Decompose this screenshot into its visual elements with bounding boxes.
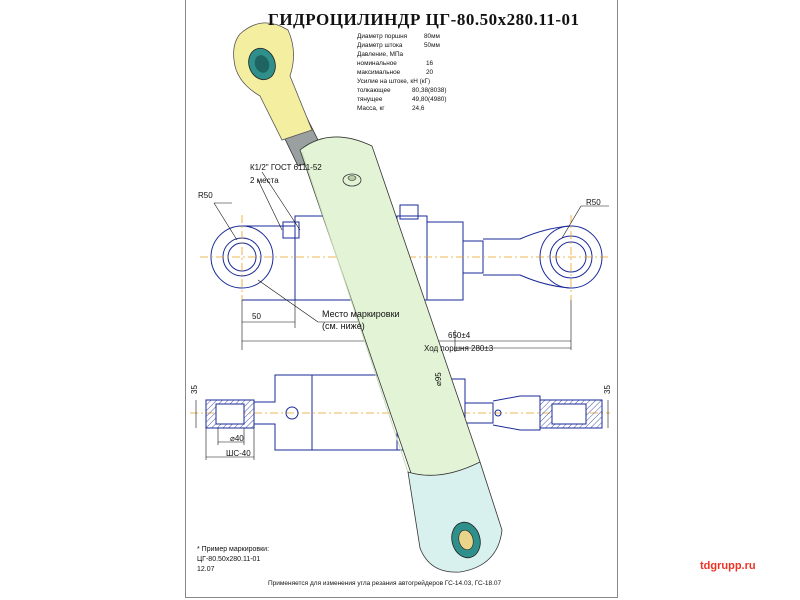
dimension-lines	[213, 171, 609, 352]
marking-ref-callout: (см. ниже)	[322, 321, 365, 331]
marking-place-callout: Место маркировки	[322, 309, 400, 319]
rod-plan	[464, 402, 494, 424]
marking-example-code: ЦГ-80.50х280.11-01	[197, 556, 261, 563]
radius-left-value: R50	[198, 191, 213, 200]
cylinder-3d	[233, 22, 503, 573]
spec-label: Давление, МПа	[357, 51, 404, 58]
spec-value: 80мм	[424, 33, 440, 40]
marking-example-heading: * Пример маркировки:	[197, 546, 270, 553]
spec-label: Диаметр поршня	[357, 33, 408, 40]
dim-stroke: Ход поршня 280±3	[424, 344, 494, 353]
left-end-body	[254, 374, 313, 451]
port-top	[399, 204, 419, 220]
spec-label: Масса, кг	[357, 105, 385, 112]
port-count-callout: 2 места	[250, 176, 279, 185]
dim-35-left: 35	[190, 385, 199, 394]
spec-value: 80,38(8038)	[412, 87, 447, 94]
dim-50: 50	[252, 312, 261, 321]
bottom-cap-3d	[407, 461, 503, 573]
spec-value: 49,80(4980)	[412, 96, 447, 103]
rod-eye-3d	[233, 22, 313, 141]
pin-hole-left	[285, 406, 299, 420]
dim-phi40: ⌀40	[230, 434, 244, 443]
spec-value: 50мм	[424, 42, 440, 49]
marking-example-date: 12.07	[197, 566, 215, 573]
radius-right-callout: R50	[586, 198, 601, 207]
spec-value: 20	[426, 69, 434, 76]
dim-phi95: ⌀95	[434, 372, 443, 386]
radius-left-callout: R50	[198, 191, 213, 200]
spec-label: номинальное	[357, 60, 397, 67]
radius-right-value: R50	[586, 198, 601, 207]
spec-value: 24,6	[412, 105, 425, 112]
spec-label: Диаметр штока	[357, 42, 403, 49]
brand-link[interactable]: tdgrupp.ru	[700, 560, 756, 572]
spec-label: тянущее	[357, 96, 383, 103]
spec-label: толкающее	[357, 87, 391, 94]
port-callout: К1/2" ГОСТ 6111-52	[250, 163, 322, 172]
spec-value: 16	[426, 60, 434, 67]
spec-label: Усилие на штоке, кН (кГ)	[357, 78, 431, 85]
spec-label: максимальное	[357, 69, 401, 76]
dim-35-right: 35	[603, 385, 612, 394]
footer-note: Применяется для изменения угла резания а…	[268, 580, 502, 587]
cylinder-tube-3d	[299, 136, 481, 480]
dim-length: 650±4	[448, 331, 471, 340]
dim-ball: ШС-40	[226, 449, 251, 458]
body-left-outline	[242, 225, 296, 301]
page-title: ГИДРОЦИЛИНДР ЦГ-80.50х280.11-01	[268, 10, 580, 29]
